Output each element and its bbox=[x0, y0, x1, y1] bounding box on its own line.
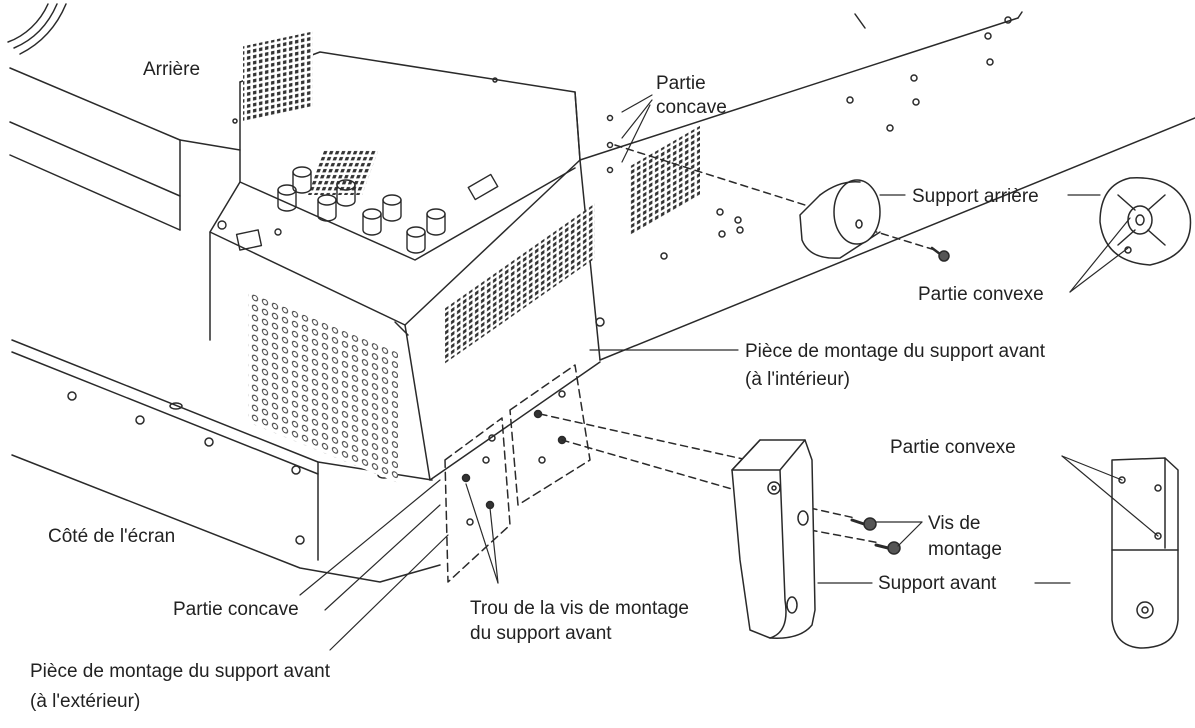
label-rear-support: Support arrière bbox=[912, 186, 1039, 207]
label-screws-line1: Vis de bbox=[928, 513, 981, 534]
mounting-screws bbox=[850, 517, 901, 555]
label-screw-hole-line1: Trou de la vis de montage bbox=[470, 598, 689, 619]
speaker-grille bbox=[7, 3, 67, 55]
label-front-mount-inner-line2: (à l'intérieur) bbox=[745, 369, 850, 390]
front-support bbox=[731, 439, 816, 639]
label-front-support: Support avant bbox=[878, 573, 997, 594]
rear-support bbox=[799, 179, 881, 259]
leader-lines bbox=[299, 94, 1159, 651]
mount-holes bbox=[461, 390, 567, 526]
front-mount-outer-area bbox=[444, 417, 511, 583]
front-support-detail bbox=[1111, 457, 1179, 649]
label-concave-top-line2: concave bbox=[656, 97, 727, 118]
label-front-mount-outer-line1: Pièce de montage du support avant bbox=[30, 661, 330, 682]
front-mount-inner-area bbox=[509, 364, 591, 506]
rear-support-screw bbox=[930, 246, 950, 262]
connector-panel bbox=[217, 166, 499, 254]
label-concave-top-line1: Partie bbox=[656, 73, 706, 94]
rear-housing bbox=[209, 31, 700, 483]
label-front-mount-outer-line2: (à l'extérieur) bbox=[30, 691, 141, 712]
label-front-mount-inner-line1: Pièce de montage du support avant bbox=[745, 341, 1045, 362]
display-panel bbox=[9, 67, 441, 583]
label-rear: Arrière bbox=[143, 59, 201, 80]
label-screw-hole-line2: du support avant bbox=[470, 623, 612, 644]
label-convex-rear: Partie convexe bbox=[918, 284, 1044, 305]
label-convex-front: Partie convexe bbox=[890, 437, 1016, 458]
bnc-connectors bbox=[277, 166, 446, 254]
rear-support-detail bbox=[1099, 177, 1192, 266]
label-concave-bottom: Partie concave bbox=[173, 599, 299, 620]
label-screen-side: Côté de l'écran bbox=[48, 526, 176, 547]
label-screws-line2: montage bbox=[928, 539, 1002, 560]
